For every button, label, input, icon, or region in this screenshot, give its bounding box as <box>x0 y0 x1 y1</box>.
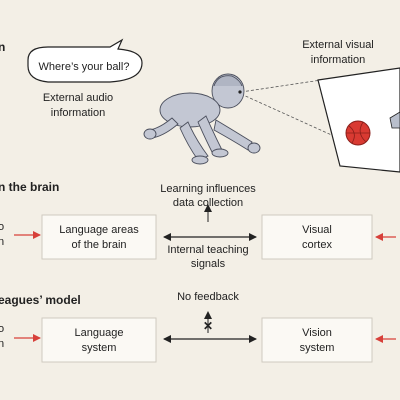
model-left-fragment-1: o <box>0 323 4 335</box>
vision-system-box <box>261 317 373 363</box>
section-title-brain: n the brain <box>0 180 59 194</box>
teaching-label-line1: Internal teaching <box>167 244 248 256</box>
speech-bubble: Where’s your ball? <box>27 38 143 83</box>
section-title-model: eagues’ model <box>0 293 81 307</box>
visual-cortex-line1: Visual <box>302 224 332 236</box>
toy-block-icon <box>389 111 400 129</box>
speech-bubble-text: Where’s your ball? <box>39 61 130 73</box>
teaching-label-line2: signals <box>191 258 226 270</box>
learning-label-line1: Learning influences <box>160 183 256 195</box>
language-system-line2: system <box>82 342 117 354</box>
learning-label-line2: data collection <box>173 197 243 209</box>
external-audio-line1: External audio <box>43 92 113 104</box>
visual-cortex-box <box>261 214 373 260</box>
visual-field-panel <box>317 67 400 173</box>
vision-system-line2: system <box>300 342 335 354</box>
external-audio-line2: information <box>51 107 105 119</box>
visual-cortex-line2: cortex <box>302 239 332 251</box>
section-title-top: n <box>0 40 5 54</box>
no-feedback-cross-icon: ✕ <box>203 319 213 333</box>
external-visual-line1: External visual <box>302 39 374 51</box>
language-areas-line1: Language areas <box>59 224 139 236</box>
brain-left-fragment-2: n <box>0 236 4 248</box>
vision-system-line1: Vision <box>302 327 332 339</box>
language-areas-line2: of the brain <box>71 239 126 251</box>
external-visual-line2: information <box>311 54 365 66</box>
crawling-baby-icon <box>143 73 261 165</box>
brain-left-fragment-1: o <box>0 221 4 233</box>
language-system-line1: Language <box>75 327 124 339</box>
model-left-fragment-2: n <box>0 338 4 350</box>
gaze-line-upper <box>240 78 329 93</box>
no-feedback-label: No feedback <box>177 291 239 303</box>
language-areas-box <box>41 214 157 260</box>
language-system-box <box>41 317 157 363</box>
